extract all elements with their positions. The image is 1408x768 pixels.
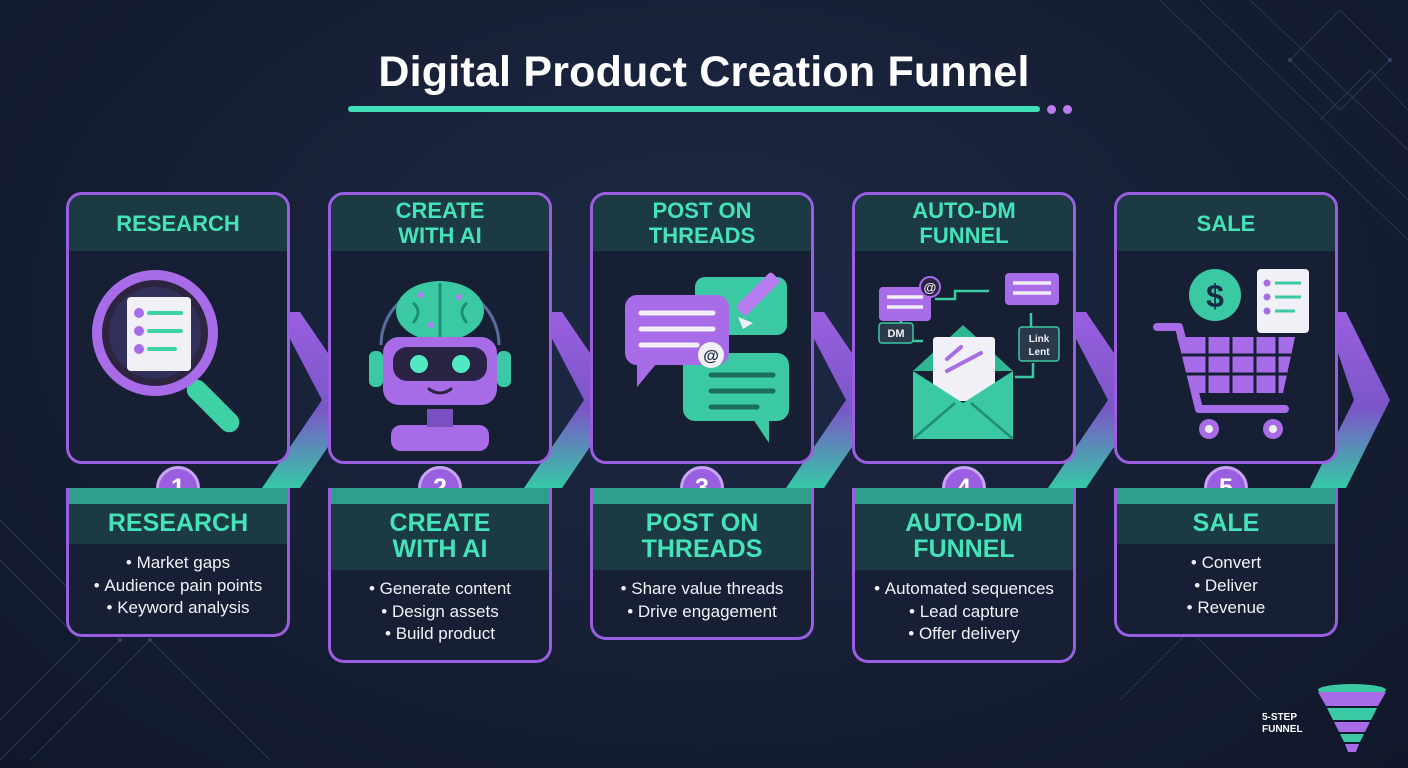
step-header: RESEARCH [69,195,287,251]
funnel-badge-line: FUNNEL [1262,724,1303,735]
funnel-badge-label: 5-STEP FUNNEL [1262,712,1328,736]
step-bullets: Generate content Design assets Build pro… [331,570,549,660]
detail-bar [593,488,811,504]
title-dot [1047,105,1056,114]
detail-bar [69,488,287,504]
step-card-research: RESEARCH [66,192,290,464]
bullet-item: Generate content [335,578,545,601]
title-underline [348,106,1040,112]
step-header: CREATE WITH AI [331,195,549,251]
step-card-post-on-threads: POST ON THREADS @ [590,192,814,464]
bullet-item: Revenue [1121,597,1331,620]
shopping-cart-dollar-icon: $ [1153,269,1309,439]
step-detail-post-on-threads: POST ON THREADS Share value threads Driv… [590,488,814,640]
step-detail-create-with-ai: CREATE WITH AI Generate content Design a… [328,488,552,663]
step-header: AUTO-DM FUNNEL [855,195,1073,251]
step-detail-sale: SALE Convert Deliver Revenue [1114,488,1338,637]
step-title: CREATE WITH AI [331,504,549,570]
bullet-item: Keyword analysis [73,597,283,620]
detail-bar [331,488,549,504]
detail-bar [1117,488,1335,504]
step-detail-research: RESEARCH Market gaps Audience pain point… [66,488,290,637]
title-dot [1063,105,1072,114]
step-title: AUTO-DM FUNNEL [855,504,1073,570]
page-title: Digital Product Creation Funnel [378,48,1030,96]
step-bullets: Market gaps Audience pain points Keyword… [69,544,287,634]
dm-label: DM [887,328,904,340]
step-card-sale: SALE $ [1114,192,1338,464]
step-header: POST ON THREADS [593,195,811,251]
bullet-item: Lead capture [859,601,1069,624]
step-title: RESEARCH [69,504,287,544]
bullet-item: Drive engagement [597,601,807,624]
bullet-item: Automated sequences [859,578,1069,601]
at-symbol: @ [924,280,937,295]
bullet-item: Offer delivery [859,623,1069,646]
dollar-sign: $ [1206,278,1224,314]
step-header: SALE [1117,195,1335,251]
bullet-item: Market gaps [73,552,283,575]
step-bullets: Share value threads Drive engagement [593,570,811,637]
step-bullets: Automated sequences Lead capture Offer d… [855,570,1073,660]
magnifier-checklist-icon [92,270,240,433]
step-detail-auto-dm-funnel: AUTO-DM FUNNEL Automated sequences Lead … [852,488,1076,663]
step-bullets: Convert Deliver Revenue [1117,544,1335,634]
bullet-item: Deliver [1121,575,1331,598]
at-symbol: @ [703,348,719,365]
step-title: SALE [1117,504,1335,544]
funnel-badge-line: 5-STEP [1262,712,1298,723]
bullet-item: Audience pain points [73,575,283,598]
bullet-item: Convert [1121,552,1331,575]
funnel-icon [1318,684,1386,752]
envelope-dm-flow-icon: @ DM Link Lent [878,273,1060,440]
bullet-item: Design assets [335,601,545,624]
link-label: Lent [1028,347,1050,358]
link-label: Link [1029,334,1050,345]
step-title: POST ON THREADS [593,504,811,570]
bullet-item: Share value threads [597,578,807,601]
ai-robot-brain-icon [369,281,511,451]
chat-bubbles-pencil-icon: @ [625,272,789,443]
bullet-item: Build product [335,623,545,646]
step-card-auto-dm-funnel: AUTO-DM FUNNEL @ DM Link Lent [852,192,1076,464]
detail-bar [855,488,1073,504]
step-card-create-with-ai: CREATE WITH AI [328,192,552,464]
